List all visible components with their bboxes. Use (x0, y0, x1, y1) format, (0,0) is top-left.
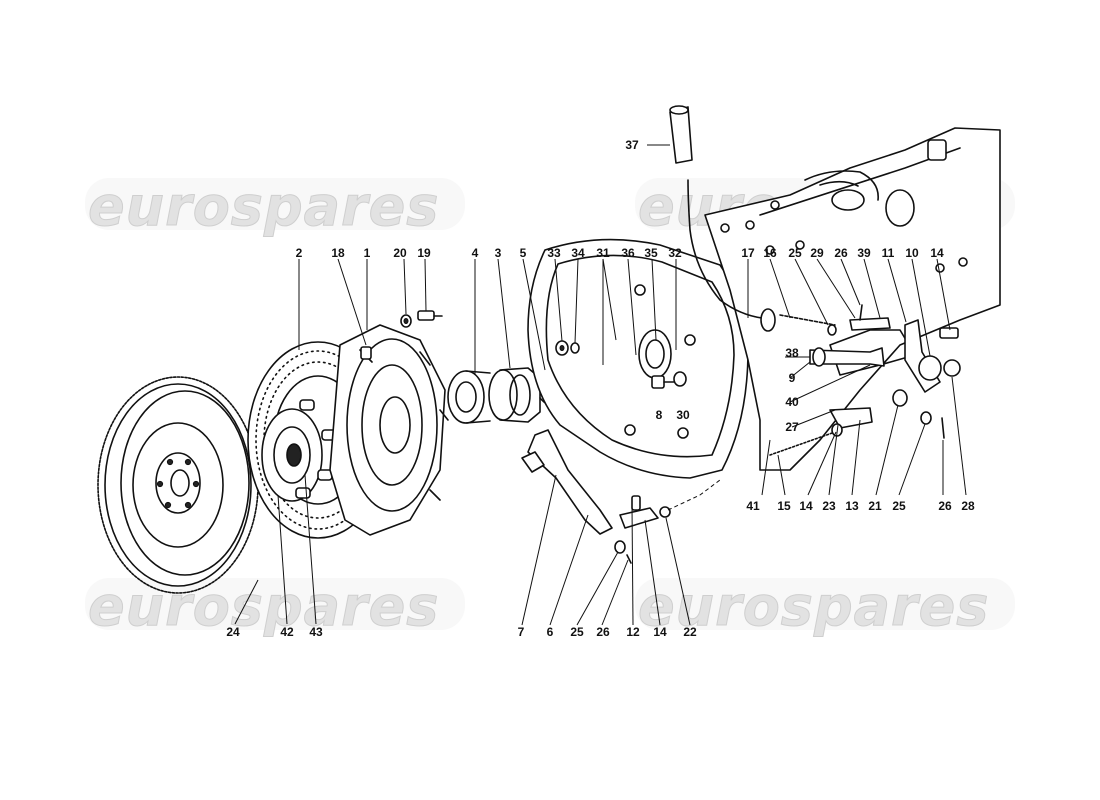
watermark-text: eurospares (88, 175, 439, 238)
callout-16: 16 (763, 246, 777, 260)
callout-11: 11 (882, 246, 895, 260)
callout-30: 30 (676, 408, 690, 422)
callout-28: 28 (961, 499, 975, 513)
callout-9: 9 (789, 371, 796, 385)
callout-3: 3 (495, 246, 502, 260)
callout-34: 34 (571, 246, 585, 260)
callout-23: 23 (822, 499, 836, 513)
callout-26c: 26 (596, 625, 610, 639)
callout-33: 33 (547, 246, 561, 260)
callout-19: 19 (417, 246, 431, 260)
callout-1: 1 (364, 246, 371, 260)
callout-41: 41 (746, 499, 760, 513)
callout-4: 4 (472, 246, 479, 260)
callout-6: 6 (547, 625, 554, 639)
release-sleeve-3 (488, 367, 541, 423)
adjuster-linkage (769, 304, 961, 456)
callout-18: 18 (331, 246, 345, 260)
leader-lines (234, 144, 967, 626)
callout-31: 31 (596, 246, 610, 260)
callout-38: 38 (785, 346, 799, 360)
callout-35: 35 (644, 246, 658, 260)
callout-26b: 26 (938, 499, 952, 513)
bolts-8-30 (651, 371, 687, 389)
washer-20 (400, 314, 412, 328)
callout-5: 5 (520, 246, 527, 260)
callout-29: 29 (810, 246, 824, 260)
callout-24: 24 (226, 625, 240, 639)
callout-14b: 14 (799, 499, 813, 513)
callout-14a: 14 (930, 246, 944, 260)
cable-boot-37 (669, 105, 693, 164)
callout-39: 39 (857, 246, 871, 260)
callout-22: 22 (683, 625, 697, 639)
callout-20: 20 (393, 246, 407, 260)
pressure-plate (329, 324, 449, 536)
callout-12: 12 (626, 625, 640, 639)
callout-labels: 2 18 1 20 19 4 3 5 33 34 31 36 35 32 37 … (226, 138, 975, 639)
flywheel (97, 376, 259, 594)
callout-14c: 14 (653, 625, 667, 639)
callout-13: 13 (845, 499, 859, 513)
callout-25c: 25 (570, 625, 584, 639)
callout-10: 10 (905, 246, 919, 260)
bellhousing (527, 238, 749, 479)
watermark-text: eurospares (88, 575, 439, 638)
callout-37: 37 (625, 138, 639, 152)
callout-17: 17 (741, 246, 755, 260)
bearing-4 (447, 370, 491, 424)
callout-2: 2 (296, 246, 303, 260)
bolt-19 (417, 310, 443, 321)
callout-43: 43 (309, 625, 323, 639)
callout-7: 7 (518, 625, 525, 639)
callout-21: 21 (868, 499, 882, 513)
callout-40: 40 (785, 395, 799, 409)
watermark-text: eurospares (638, 575, 989, 638)
callout-36: 36 (621, 246, 635, 260)
callout-15: 15 (777, 499, 791, 513)
callout-27: 27 (785, 420, 799, 434)
callout-8: 8 (656, 408, 663, 422)
callout-25b: 25 (892, 499, 906, 513)
callout-42: 42 (280, 625, 294, 639)
callout-26a: 26 (834, 246, 848, 260)
callout-32: 32 (668, 246, 682, 260)
small-parts-33-34 (555, 340, 580, 356)
release-fork (521, 429, 671, 564)
gearbox-casing (704, 127, 1001, 471)
callout-25a: 25 (788, 246, 802, 260)
clutch-cable (687, 179, 776, 332)
